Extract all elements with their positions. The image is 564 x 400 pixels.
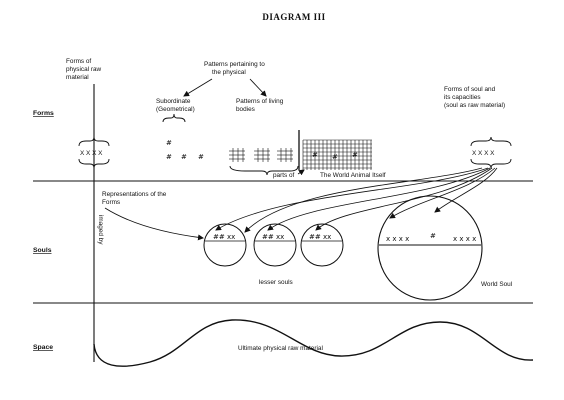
row-label-forms: Forms bbox=[33, 110, 54, 117]
soul-forms-label-line1: Forms of soul and bbox=[444, 86, 496, 93]
living-pattern-grid-3 bbox=[277, 148, 293, 162]
representations-label-line2: Forms bbox=[102, 199, 120, 206]
soul-arrow-2 bbox=[267, 167, 491, 231]
living-bodies-label-line1: Patterns of living bbox=[236, 98, 284, 105]
svg-text:#: # bbox=[430, 232, 436, 240]
physical-raw-label-line3: material bbox=[66, 74, 89, 81]
world-soul-circle: x x x x # x x x x bbox=[377, 195, 483, 301]
lesser-soul-circle-2: ## xx bbox=[253, 223, 297, 267]
geometric-pattern-4: # bbox=[198, 153, 204, 161]
representations-label-line1: Representations of the bbox=[102, 191, 167, 198]
world-animal-pattern-2: # bbox=[332, 153, 338, 161]
parts-of-arrow bbox=[297, 169, 305, 176]
world-animal-pattern-3: # bbox=[352, 151, 358, 159]
lesser-soul-circle-1: ## xx bbox=[203, 223, 247, 267]
representations-arrow bbox=[104, 207, 204, 241]
soul-arrow-3 bbox=[315, 167, 493, 231]
imaged-by-label: imaged by bbox=[97, 215, 104, 245]
patterns-arrow-right bbox=[249, 78, 267, 97]
svg-text:x x x x: x x x x bbox=[386, 235, 409, 243]
xxxx-right: X X X X bbox=[472, 150, 495, 157]
row-label-space: Space bbox=[33, 344, 53, 351]
world-animal-label: The World Animal Itself bbox=[320, 172, 386, 179]
subordinate-brace bbox=[162, 113, 186, 123]
subordinate-label-line2: (Geometrical) bbox=[156, 106, 195, 113]
living-pattern-grid-1 bbox=[229, 148, 245, 162]
patterns-arrow-left bbox=[183, 78, 213, 97]
living-bodies-label-line2: bodies bbox=[236, 106, 255, 113]
physical-raw-label-line1: Forms of bbox=[66, 58, 91, 65]
left-brace-bottom bbox=[78, 158, 110, 169]
ultimate-raw-material-label: Ultimate physical raw material bbox=[238, 345, 323, 352]
geometric-pattern-1: # bbox=[166, 139, 172, 147]
lesser-souls-label: lesser souls bbox=[259, 279, 293, 286]
svg-text:x x x x: x x x x bbox=[453, 235, 476, 243]
ultimate-raw-material-wave bbox=[93, 319, 534, 367]
world-animal-pattern-1: # bbox=[312, 151, 318, 159]
geometric-pattern-3: # bbox=[181, 153, 187, 161]
soul-arrow-5 bbox=[434, 167, 498, 213]
diagram-title: DIAGRAM III bbox=[262, 12, 325, 22]
physical-raw-label-line2: physical raw bbox=[66, 66, 102, 73]
soul-arrow-4 bbox=[389, 167, 496, 219]
right-brace-bottom bbox=[470, 158, 512, 169]
subordinate-label-line1: Subordinate bbox=[156, 98, 191, 105]
patterns-label-line1: Patterns pertaining to bbox=[204, 61, 265, 68]
soul-arrow-1 bbox=[215, 167, 489, 231]
parts-of-brace bbox=[229, 165, 299, 176]
soul-forms-label-line3: (soul as raw material) bbox=[444, 102, 505, 109]
left-brace-top bbox=[78, 136, 110, 147]
soul-forms-label-line2: its capacities bbox=[444, 94, 481, 101]
svg-text:## xx: ## xx bbox=[213, 233, 235, 241]
world-soul-label: World Soul bbox=[481, 281, 512, 288]
living-pattern-grid-2 bbox=[254, 148, 270, 162]
xxxx-left: X X X X bbox=[80, 150, 103, 157]
svg-text:## xx: ## xx bbox=[262, 233, 284, 241]
soul-arrow-6 bbox=[244, 167, 483, 233]
geometric-pattern-2: # bbox=[166, 153, 172, 161]
patterns-label-line2: the physical bbox=[212, 69, 246, 76]
row-label-souls: Souls bbox=[33, 247, 52, 254]
world-animal-grid bbox=[302, 139, 372, 170]
right-brace-top bbox=[470, 136, 512, 147]
parts-of-label: parts of bbox=[273, 172, 295, 179]
svg-text:## xx: ## xx bbox=[309, 233, 331, 241]
lesser-soul-circle-3: ## xx bbox=[300, 223, 344, 267]
